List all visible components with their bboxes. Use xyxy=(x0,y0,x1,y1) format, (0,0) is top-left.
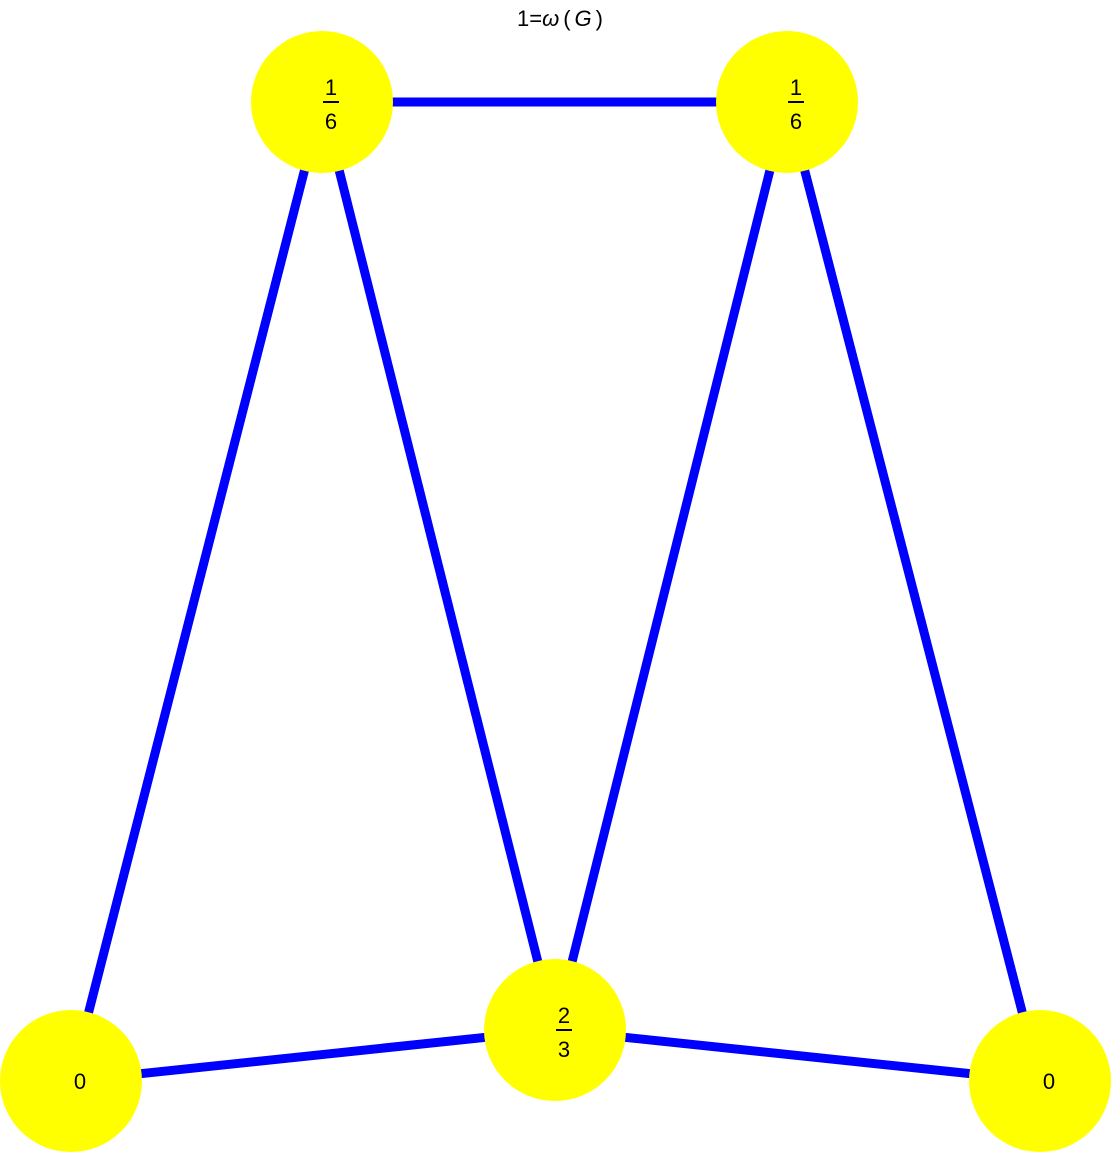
edge-top-right-bottom-right xyxy=(782,100,1045,1083)
node-circle xyxy=(716,31,858,173)
node-label-denominator: 6 xyxy=(325,109,337,134)
node-label-numerator: 2 xyxy=(558,1003,570,1028)
title-omega: ω xyxy=(542,6,559,31)
node-top-right: 16 xyxy=(716,31,858,173)
title-graph-symbol: G xyxy=(575,6,592,31)
edge-bottom-left-bottom-center xyxy=(70,1025,556,1086)
node-circle xyxy=(251,31,393,173)
node-label-denominator: 6 xyxy=(790,109,802,134)
title-close-paren: ) xyxy=(596,6,603,31)
node-bottom-left: 0 xyxy=(0,1010,142,1152)
node-circle xyxy=(969,1010,1111,1152)
node-label-denominator: 3 xyxy=(558,1037,570,1062)
edge-bottom-center-bottom-right xyxy=(554,1025,1041,1086)
node-top-left: 16 xyxy=(251,31,393,173)
edge-top-right-bottom-center xyxy=(550,100,792,1032)
node-label-value: 0 xyxy=(1043,1069,1055,1094)
title-open-paren: ( xyxy=(563,6,571,31)
graph-title: 1=ω(G) xyxy=(517,6,603,31)
node-circle xyxy=(484,959,626,1101)
node-label-numerator: 1 xyxy=(325,75,337,100)
node-bottom-center: 23 xyxy=(484,959,626,1101)
edges-layer xyxy=(66,97,1045,1086)
title-prefix: 1= xyxy=(517,6,542,31)
node-bottom-right: 0 xyxy=(969,1010,1111,1152)
node-label-numerator: 1 xyxy=(790,75,802,100)
node-label-value: 0 xyxy=(74,1069,86,1094)
node-circle xyxy=(0,1010,142,1152)
edge-top-left-bottom-left xyxy=(66,100,327,1083)
edge-top-left-bottom-center xyxy=(317,100,560,1032)
